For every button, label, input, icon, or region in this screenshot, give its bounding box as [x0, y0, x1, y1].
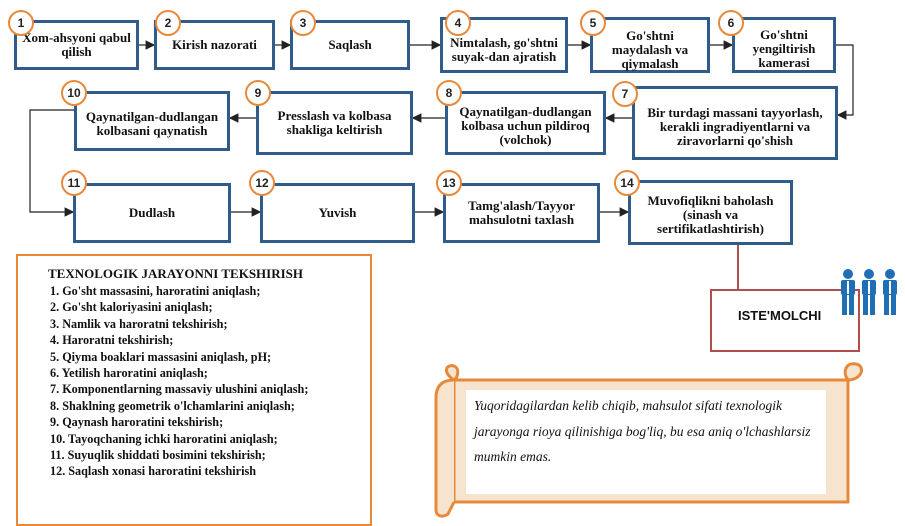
step-3-label: Saqlash	[328, 37, 372, 52]
step-9-badge: 9	[245, 80, 271, 106]
control-title: TEXNOLOGIK JARAYONNI TEKSHIRISH	[48, 266, 304, 281]
step-6-badge: 6	[718, 10, 744, 36]
step-12-box: Yuvish	[260, 183, 415, 243]
step-14-label: Muvofiqlikni baholash (sinash va sertifi…	[647, 192, 774, 236]
step-5-label: Go'shtni maydalash va qiymalash	[611, 28, 689, 71]
consumer-label: ISTE'MOLCHI	[738, 308, 822, 323]
step-9-label: Presslash va kolbasa shakliga keltirish	[277, 108, 392, 137]
step-4-badge: 4	[445, 10, 471, 36]
control-item: 12. Saqlash xonasi haroratini tekshirish	[50, 464, 256, 479]
people-icon	[841, 269, 897, 315]
control-item: 7. Komponentlarning massaviy ulushini an…	[50, 382, 309, 397]
control-list: 1. Go'sht massasini, haroratini aniqlash…	[50, 283, 308, 480]
step-1-badge: 1	[8, 10, 34, 36]
step-8-box: Qaynatilgan-dudlangan kolbasa uchun pild…	[445, 91, 606, 155]
step-3-badge: 3	[290, 10, 316, 36]
step-4-label: Nimtalash, go'shtni suyak-dan ajratish	[450, 35, 558, 64]
arrow-6-7	[836, 44, 854, 120]
step-13-box: Tamg'alash/Tayyor mahsulotni taxlash	[443, 183, 600, 243]
step-11-label: Dudlash	[128, 205, 176, 220]
step-2-badge: 2	[155, 10, 181, 36]
control-item: 3. Namlik va haroratni tekshirish;	[50, 316, 228, 331]
step-4-box: Nimtalash, go'shtni suyak-dan ajratish	[440, 17, 568, 73]
scroll-shape	[434, 362, 864, 518]
control-item: 4. Haroratni tekshirish;	[50, 333, 174, 348]
step-8-badge: 8	[436, 80, 462, 106]
step-12-badge: 12	[249, 170, 275, 196]
step-9-box: Presslash va kolbasa shakliga keltirish	[256, 91, 413, 155]
process-control-panel: TEXNOLOGIK JARAYONNI TEKSHIRISH 1. Go'sh…	[16, 254, 372, 526]
control-item: 11. Suyuqlik shiddati bosimini tekshiris…	[50, 448, 266, 463]
step-14-box: Muvofiqlikni baholash (sinash va sertifi…	[628, 180, 793, 245]
control-item: 1. Go'sht massasini, haroratini aniqlash…	[50, 284, 261, 298]
control-item: 9. Qaynash haroratini tekshirish;	[50, 415, 224, 430]
control-item: 6. Yetilish haroratini aniqlash;	[50, 366, 208, 381]
step-6-box: Go'shtni yengiltirish kamerasi	[732, 17, 836, 73]
step-10-box: Qaynatilgan-dudlangan kolbasani qaynatis…	[74, 91, 230, 151]
step-13-badge: 13	[436, 170, 462, 196]
step-11-badge: 11	[61, 170, 87, 196]
step-7-label: Bir turdagi massani tayyorlash, kerakli …	[647, 105, 823, 148]
step-5-badge: 5	[580, 10, 606, 36]
step-12-label: Yuvish	[318, 205, 357, 220]
step-13-label: Tamg'alash/Tayyor mahsulotni taxlash	[468, 198, 575, 227]
control-item: 8. Shaklning geometrik o'lchamlarini ani…	[50, 398, 295, 413]
step-11-box: Dudlash	[73, 183, 231, 243]
step-2-label: Kirish nazorati	[172, 37, 257, 52]
step-3-box: Saqlash	[290, 20, 410, 70]
control-item: 10. Tayoqchaning ichki haroratini aniqla…	[50, 431, 278, 446]
step-14-badge: 14	[614, 170, 640, 196]
step-1-label: Xom-ahsyoni qabul qilish	[22, 30, 131, 59]
step-1-box: Xom-ahsyoni qabul qilish	[14, 20, 139, 70]
step-10-label: Qaynatilgan-dudlangan kolbasani qaynatis…	[85, 109, 219, 138]
conclusion-note: Yuqoridagilardan kelib chiqib, mahsulot …	[474, 398, 811, 464]
step-8-label: Qaynatilgan-dudlangan kolbasa uchun pild…	[459, 104, 592, 147]
control-item: 2. Go'sht kaloriyasini aniqlash;	[50, 300, 213, 315]
control-item: 5. Qiyma boaklari massasini aniqlash, pH…	[50, 349, 272, 364]
step-7-badge: 7	[612, 81, 638, 107]
step-5-box: Go'shtni maydalash va qiymalash	[590, 17, 710, 73]
step-6-label: Go'shtni yengiltirish kamerasi	[752, 27, 816, 70]
step-10-badge: 10	[61, 80, 87, 106]
step-7-box: Bir turdagi massani tayyorlash, kerakli …	[632, 86, 838, 160]
arrow-10-11	[29, 109, 75, 217]
consumer-box: ISTE'MOLCHI	[710, 289, 860, 352]
